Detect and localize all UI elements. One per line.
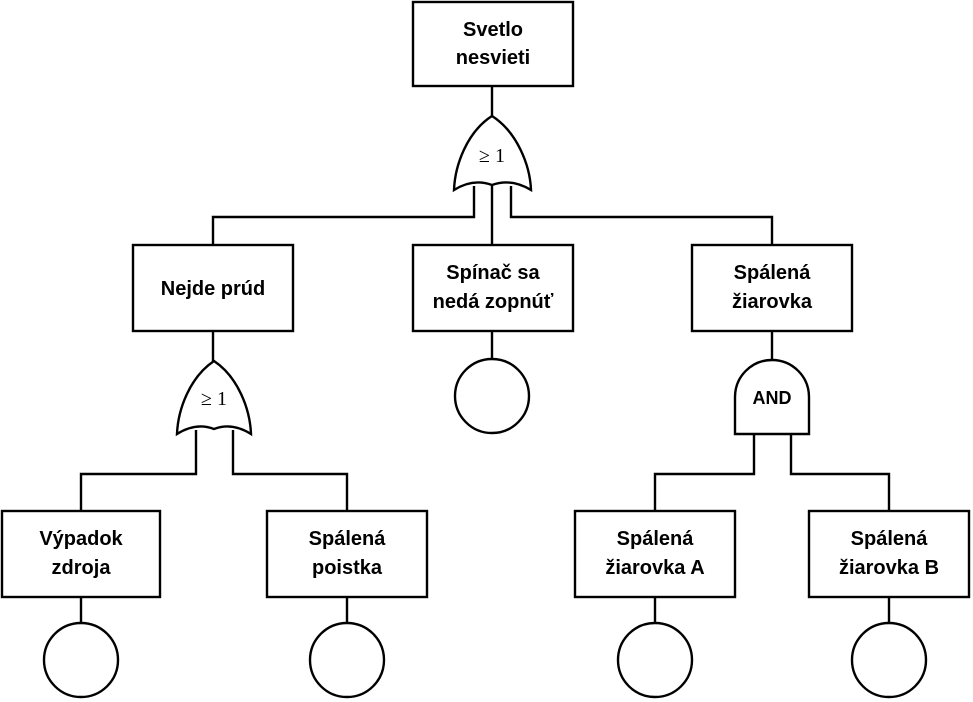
- event-switch-line-2: nedá zopnúť: [433, 291, 554, 313]
- wire-and-to-bulb-b: [789, 434, 891, 511]
- wire-and-to-bulb-a: [653, 434, 756, 511]
- wire-or-to-burnt-bulb: [509, 186, 774, 245]
- event-burnt-bulb-b-line-2: žiarovka B: [839, 557, 939, 579]
- event-burnt-bulb-b: Spálená žiarovka B: [807, 509, 971, 599]
- event-switch-line-1: Spínač sa: [446, 262, 540, 284]
- event-burnt-bulb-line-2: žiarovka: [732, 291, 813, 313]
- event-burnt-bulb-a-line-1: Spálená: [617, 528, 695, 550]
- event-top-line-2: nesvieti: [456, 47, 530, 69]
- or-gate-top: ≥ 1: [452, 114, 533, 193]
- event-burnt-bulb-b-line-1: Spálená: [851, 528, 929, 550]
- event-top: Svetlo nesvieti: [411, 0, 575, 88]
- basic-event-fuse-circle: [308, 621, 386, 699]
- event-burnt-bulb-a: Spálená žiarovka A: [573, 509, 737, 599]
- wire-or-to-no-current: [211, 186, 476, 245]
- wire-or-to-supply: [79, 430, 198, 511]
- event-no-current-line-1: Nejde prúd: [161, 278, 265, 300]
- event-supply-failure: Výpadok zdroja: [0, 509, 162, 599]
- basic-event-bulb-a-circle: [616, 621, 694, 699]
- basic-event-bulb-b-circle: [850, 621, 928, 699]
- basic-event-supply-circle: [42, 621, 120, 699]
- event-no-current: Nejde prúd: [131, 243, 295, 333]
- event-burnt-bulb-a-line-2: žiarovka A: [605, 557, 704, 579]
- wire-or-to-fuse: [231, 430, 349, 511]
- event-supply-failure-line-2: zdroja: [52, 557, 112, 579]
- event-burnt-fuse-line-2: poistka: [312, 557, 383, 579]
- event-burnt-bulb: Spálená žiarovka: [690, 243, 854, 333]
- and-gate-right-label: AND: [753, 388, 792, 408]
- or-gate-top-label: ≥ 1: [479, 145, 505, 167]
- connector-lines: [79, 86, 891, 623]
- event-top-line-1: Svetlo: [463, 19, 523, 41]
- event-supply-failure-line-1: Výpadok: [39, 528, 123, 550]
- event-burnt-fuse-line-1: Spálená: [309, 528, 387, 550]
- event-burnt-bulb-line-1: Spálená: [734, 262, 812, 284]
- event-switch: Spínač sa nedá zopnúť: [411, 243, 575, 333]
- basic-event-switch-circle: [453, 357, 531, 435]
- or-gate-left-label: ≥ 1: [201, 388, 227, 410]
- or-gate-left: ≥ 1: [175, 359, 253, 437]
- event-burnt-fuse: Spálená poistka: [265, 509, 429, 599]
- and-gate-right: AND: [733, 358, 811, 436]
